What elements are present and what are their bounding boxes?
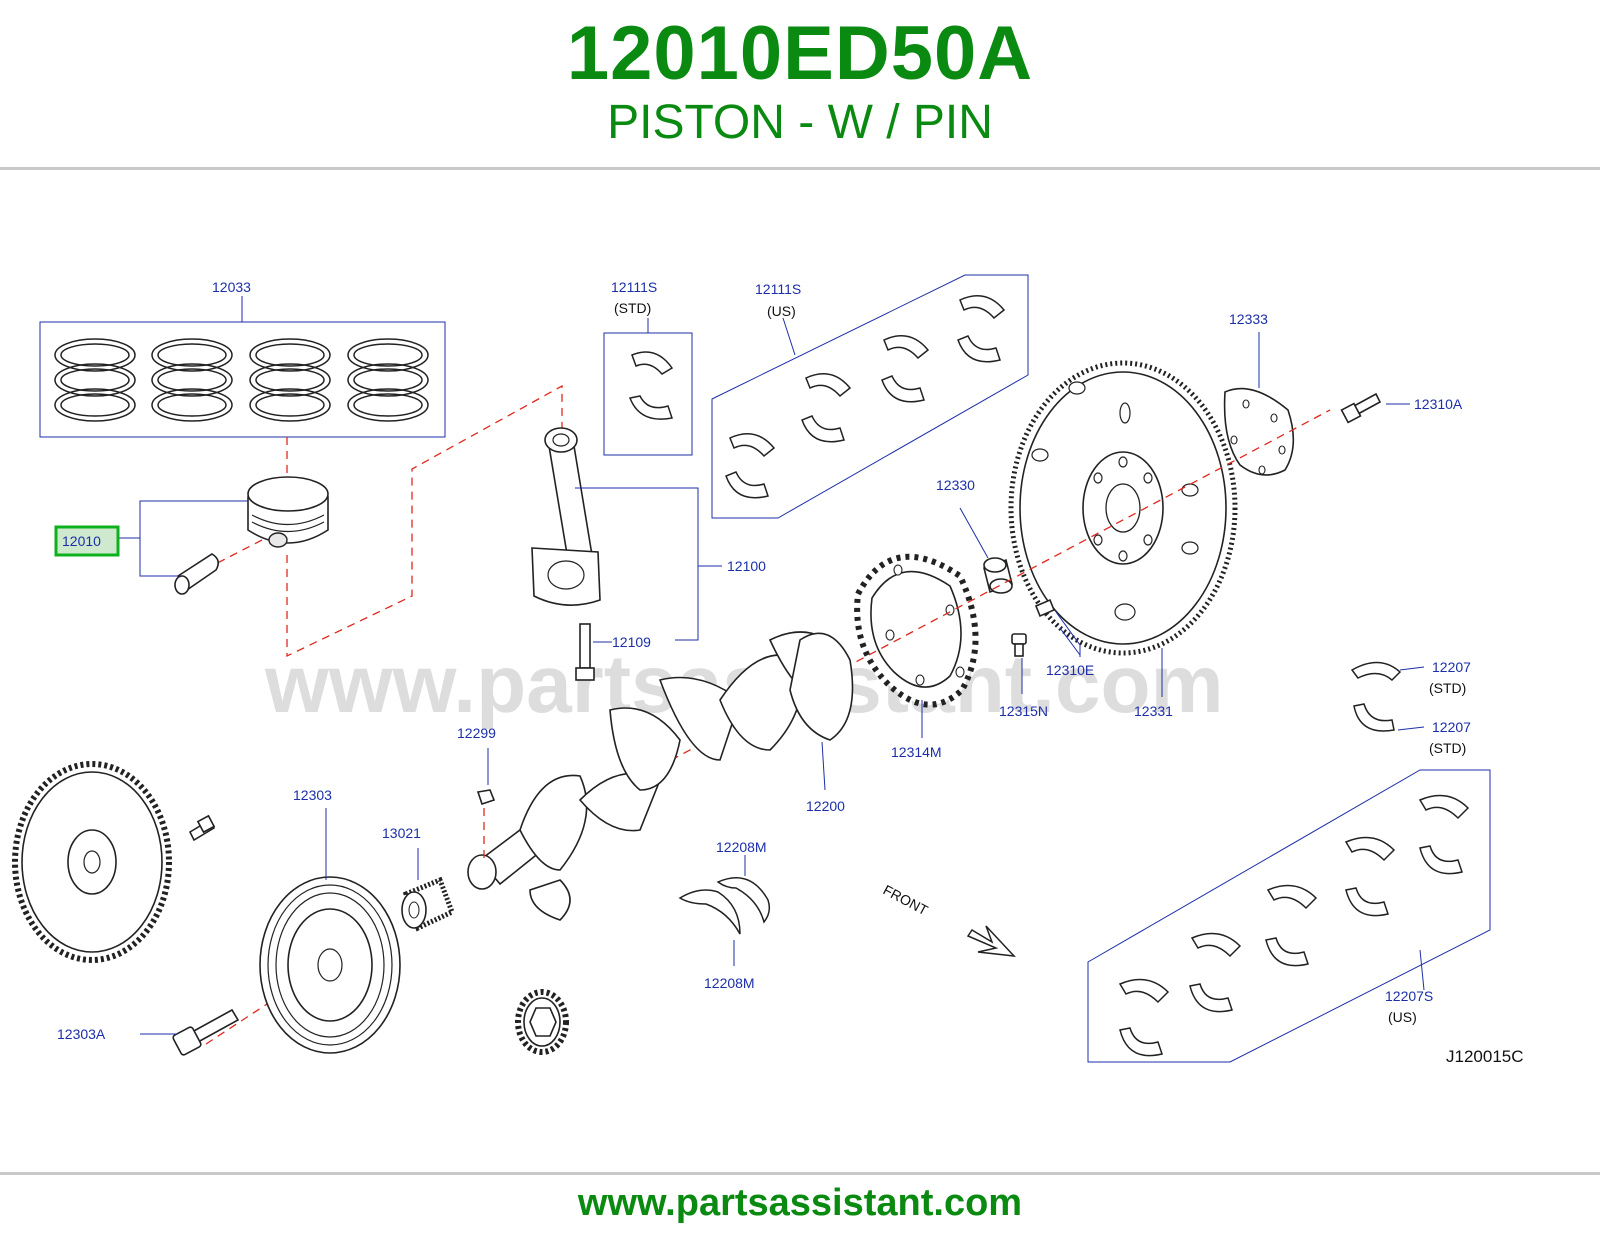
label-bearing-us[interactable]: 12111S: [755, 281, 801, 297]
label-piston-selected[interactable]: 12010: [62, 533, 101, 549]
thrust-washer-group: 12208M 12208M: [678, 839, 771, 991]
bearing-shell-icon: [628, 351, 674, 420]
main-bearing-set-box: [1087, 769, 1491, 1063]
label-bearing-std-note: (STD): [614, 300, 651, 316]
signal-plate-icon: [870, 570, 962, 688]
signal-plate-group: 12314M: [854, 553, 979, 760]
main-bearing-shells-icon: [1118, 794, 1470, 1057]
piston-rings-group: 12033: [39, 279, 446, 438]
label-flywheel[interactable]: 12331: [1134, 703, 1173, 719]
oil-pump-gear-icon: [515, 989, 569, 1055]
pulley-bolt-icon: [172, 1008, 240, 1056]
bearing-us-box: [711, 274, 1029, 519]
label-rings[interactable]: 12033: [212, 279, 251, 295]
sprocket-icon: [401, 876, 456, 932]
label-bearing-std[interactable]: 12111S: [611, 279, 657, 295]
label-crankshaft[interactable]: 12200: [806, 798, 845, 814]
page-header: 12010ED50A PISTON - W / PIN: [0, 0, 1600, 170]
dowel-group: 12310E: [1034, 598, 1094, 678]
label-conrod[interactable]: 12100: [727, 558, 766, 574]
flywheel-group: 12331: [1008, 360, 1238, 719]
thrust-washer-icon: [678, 877, 771, 935]
left-ring-gear-group: [12, 761, 172, 963]
main-bearing-icon: [1350, 661, 1402, 732]
piston-assembly: 12010: [54, 384, 563, 658]
left-bolt-icon: [188, 814, 216, 842]
flywheel-bolt-group: 12310A: [1340, 392, 1463, 424]
plate-icon: [1223, 387, 1295, 476]
key-icon: [476, 789, 496, 806]
label-main-bearing-b-note: (STD): [1429, 740, 1466, 756]
label-pulley-bolt[interactable]: 12303A: [57, 1026, 106, 1042]
sprocket-group: 13021: [382, 825, 456, 932]
bearing-std-group: 12111S (STD): [603, 279, 693, 456]
bolt-12315n-group: 12315N: [999, 633, 1048, 719]
label-flywheel-bolt[interactable]: 12310A: [1414, 396, 1463, 412]
label-pulley[interactable]: 12303: [293, 787, 332, 803]
crankshaft-icon: [467, 631, 854, 921]
label-thrust-upper[interactable]: 12208M: [716, 839, 767, 855]
label-sprocket[interactable]: 13021: [382, 825, 421, 841]
front-label: FRONT: [881, 882, 931, 919]
label-key[interactable]: 12299: [457, 725, 496, 741]
piston-icon: [247, 476, 329, 548]
selected-part-highlight: [54, 525, 120, 557]
label-main-bearing-a-note: (STD): [1429, 680, 1466, 696]
label-plate[interactable]: 12333: [1229, 311, 1268, 327]
label-bolt-12315n[interactable]: 12315N: [999, 703, 1048, 719]
label-main-bearing-b[interactable]: 12207: [1432, 719, 1471, 735]
footer-divider: [0, 1172, 1600, 1175]
part-name-subtitle: PISTON - W / PIN: [607, 96, 993, 149]
part-number-title: 12010ED50A: [566, 11, 1034, 96]
main-bearing-set-group: 12207S (US): [1087, 769, 1491, 1063]
label-main-bearing-set-note: (US): [1388, 1009, 1417, 1025]
connecting-rod-icon: [531, 427, 601, 606]
pulley-bolt-group: 12303A: [57, 1008, 240, 1056]
connecting-rod-group: 12100 12109: [531, 427, 766, 681]
pilot-bushing-icon: [983, 557, 1013, 594]
piston-pin-icon: [174, 553, 220, 595]
front-direction-group: FRONT: [881, 882, 1016, 957]
flywheel-bolt-icon: [1340, 392, 1382, 424]
label-pilot-bushing[interactable]: 12330: [936, 477, 975, 493]
conrod-bolt-icon: [575, 623, 595, 681]
diagram-code: J120015C: [1446, 1047, 1524, 1066]
crankshaft-group: 12200: [467, 409, 1331, 921]
plate-group: 12333: [1223, 311, 1295, 476]
label-signal-plate[interactable]: 12314M: [891, 744, 942, 760]
label-dowel[interactable]: 12310E: [1046, 662, 1094, 678]
header-divider: [0, 167, 1600, 170]
label-thrust-lower[interactable]: 12208M: [704, 975, 755, 991]
label-conrod-bolt[interactable]: 12109: [612, 634, 651, 650]
bolt-12315n-icon: [1011, 633, 1027, 657]
front-arrow-icon: [966, 925, 1016, 957]
label-bearing-us-note: (US): [767, 303, 796, 319]
footer-url[interactable]: www.partsassistant.com: [577, 1182, 1023, 1224]
key-group: 12299: [457, 725, 496, 858]
bearing-us-group: 12111S (US): [711, 274, 1029, 519]
label-main-bearing-set[interactable]: 12207S: [1385, 988, 1433, 1004]
bearing-shells-us-icon: [725, 295, 1006, 499]
pulley-group: 12303: [205, 787, 401, 1054]
label-main-bearing-a[interactable]: 12207: [1432, 659, 1471, 675]
dowel-icon: [1034, 598, 1056, 618]
main-bearing-std-group: 12207 (STD) 12207 (STD): [1350, 659, 1471, 756]
ring-set-icon: [54, 338, 429, 422]
